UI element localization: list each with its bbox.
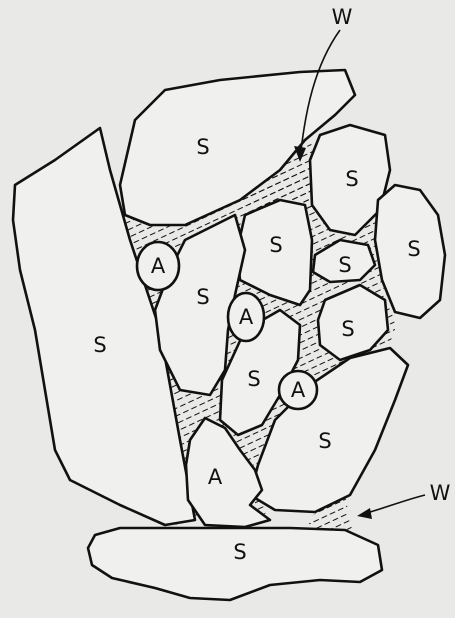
label-s-upper-middle: S bbox=[269, 233, 282, 257]
label-s-middle-right: S bbox=[341, 317, 354, 341]
label-a-right: A bbox=[291, 378, 306, 402]
grain-bottom bbox=[88, 528, 382, 600]
label-s-left: S bbox=[93, 333, 106, 357]
label-s-lower-right: S bbox=[318, 429, 331, 453]
label-s-top: S bbox=[196, 135, 209, 159]
label-a-lower: A bbox=[208, 465, 223, 489]
label-a-center: A bbox=[239, 305, 254, 329]
label-s-top-right: S bbox=[345, 167, 358, 191]
label-w-bottom: W bbox=[430, 481, 451, 505]
label-s-bottom: S bbox=[233, 540, 246, 564]
label-s-right: S bbox=[407, 237, 420, 261]
label-w-top: W bbox=[332, 5, 353, 29]
label-s-small-right: S bbox=[338, 253, 351, 277]
label-s-long-center: S bbox=[196, 285, 209, 309]
label-s-middle: S bbox=[247, 367, 260, 391]
water-arrow-bottom-head bbox=[357, 508, 372, 519]
label-a-upper-left: A bbox=[151, 254, 166, 278]
